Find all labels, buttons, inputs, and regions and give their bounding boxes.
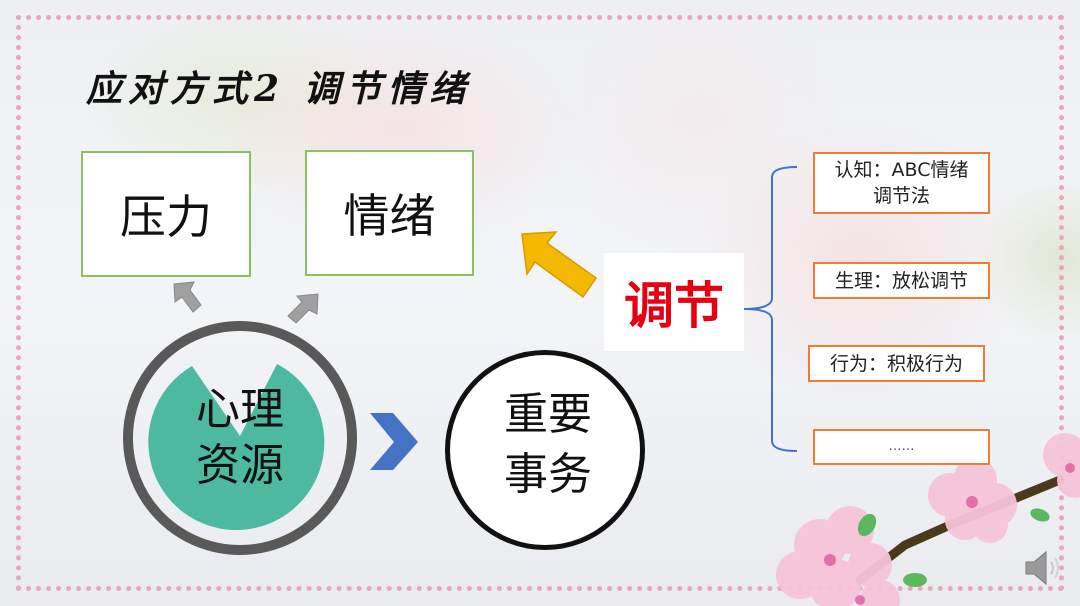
bracket xyxy=(743,166,798,452)
chevron-right-icon xyxy=(370,413,418,470)
emotion-box: 情绪 xyxy=(305,150,474,276)
center-line1: 心理 xyxy=(196,384,284,435)
dotted-frame xyxy=(16,15,1064,591)
important-affairs-circle xyxy=(445,350,645,550)
emotion-label: 情绪 xyxy=(343,189,436,243)
method-cognitive-line1: 认知：ABC情绪 xyxy=(834,159,969,181)
method-cognitive: 认知：ABC情绪 调节法 xyxy=(813,152,990,214)
method-behavioral-label: 行为：积极行为 xyxy=(829,352,963,375)
method-behavioral: 行为：积极行为 xyxy=(808,345,985,382)
method-more: …… xyxy=(813,429,990,465)
page-title: 应对方式2 调节情绪 xyxy=(86,68,472,110)
blossom-decoration xyxy=(776,433,1080,606)
important-affairs-text: 重要 事务 xyxy=(483,385,613,505)
gray-arrow-right xyxy=(287,293,319,324)
affairs-line2: 事务 xyxy=(504,449,592,500)
affairs-line1: 重要 xyxy=(504,389,592,440)
pressure-label: 压力 xyxy=(120,190,212,244)
center-ring xyxy=(123,321,357,555)
center-pie xyxy=(148,364,325,531)
method-physiological-label: 生理：放松调节 xyxy=(834,269,968,292)
method-physiological: 生理：放松调节 xyxy=(813,262,990,299)
speaker-icon[interactable] xyxy=(1020,548,1064,588)
method-more-label: …… xyxy=(888,439,915,454)
yellow-arrow xyxy=(521,231,598,299)
center-line2: 资源 xyxy=(196,440,284,491)
method-cognitive-line2: 调节法 xyxy=(872,185,930,207)
center-circle-text: 心理 资源 xyxy=(180,382,300,494)
pressure-box: 压力 xyxy=(81,151,251,277)
regulate-label: 调节 xyxy=(604,253,744,351)
gray-arrow-left xyxy=(173,281,202,313)
